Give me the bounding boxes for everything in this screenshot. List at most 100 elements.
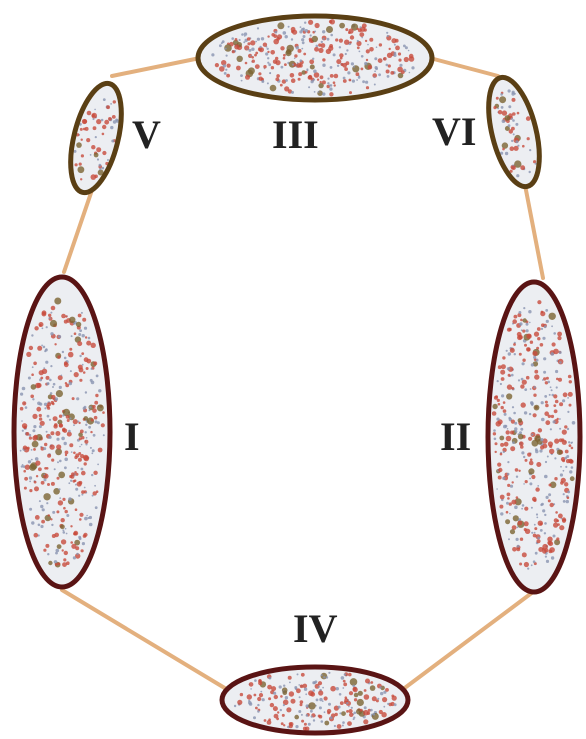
- cluster-III-dot: [329, 87, 332, 90]
- cluster-I-dot: [61, 375, 63, 377]
- cluster-III-dot: [239, 39, 241, 41]
- cluster-II-dot: [516, 538, 519, 541]
- cluster-II-dot: [542, 549, 547, 554]
- cluster-IV-dot: [254, 694, 257, 697]
- cluster-IV-dot: [308, 702, 315, 709]
- cluster-IV-dot: [321, 674, 323, 676]
- cluster-I-dot: [42, 310, 47, 315]
- cluster-III-dot: [348, 29, 353, 34]
- cluster-II-dot: [544, 475, 548, 479]
- cluster-IV-dot: [283, 690, 288, 695]
- cluster-IV-dot: [262, 698, 265, 701]
- cluster-II-dot: [543, 357, 546, 360]
- cluster-I-dot: [84, 487, 86, 489]
- cluster-III-dot: [334, 74, 339, 79]
- cluster-III-dot: [270, 85, 277, 92]
- cluster-I-dot: [69, 417, 71, 419]
- cluster-V-dot: [91, 145, 95, 149]
- cluster-III-dot: [350, 35, 354, 39]
- cluster-I-dot: [82, 364, 84, 366]
- cluster-II-dot: [510, 529, 515, 534]
- cluster-III-dot: [318, 48, 323, 53]
- cluster-IV-dot: [280, 695, 283, 698]
- cluster-VI-dot: [511, 118, 513, 120]
- cluster-IV-dot: [336, 687, 339, 690]
- cluster-III-dot: [326, 26, 333, 33]
- cluster-I-dot: [22, 464, 24, 466]
- cluster-III-dot: [322, 92, 325, 95]
- cluster-III-dot: [314, 31, 316, 33]
- cluster-I-dot: [69, 443, 73, 447]
- cluster-III-dot: [291, 91, 294, 94]
- cluster-I-dot: [79, 513, 83, 517]
- cluster-I-dot: [76, 397, 79, 400]
- cluster-IV-dot: [274, 714, 279, 719]
- cluster-III-dot: [226, 74, 230, 78]
- cluster-II-dot: [555, 511, 558, 514]
- cluster-IV-dot: [372, 696, 377, 701]
- cluster-III-dot: [211, 53, 214, 56]
- cluster-IV-dot: [311, 716, 313, 718]
- cluster-III-dot: [237, 56, 243, 62]
- cluster-III-dot: [327, 82, 329, 84]
- cluster-IV-dot: [259, 693, 263, 697]
- cluster-IV-dot: [304, 723, 307, 726]
- cluster-I-dot: [90, 431, 92, 433]
- cluster-I-dot: [85, 431, 87, 433]
- cluster-II-dot: [546, 377, 549, 380]
- cluster-II-dot: [516, 476, 518, 478]
- cluster-III-dot: [334, 84, 336, 86]
- cluster-IV-dot: [347, 721, 352, 726]
- cluster-III-dot: [322, 80, 326, 84]
- cluster-I-dot: [73, 556, 76, 559]
- cluster-I-dot: [49, 379, 52, 382]
- cluster-II-dot: [500, 453, 503, 456]
- cluster-I-dot: [91, 452, 93, 454]
- cluster-II-dot: [565, 450, 569, 454]
- cluster-IV-dot: [349, 691, 353, 695]
- cluster-IV-dot: [370, 709, 373, 712]
- cluster-I-dot: [84, 416, 89, 421]
- cluster-III-dot: [298, 78, 301, 81]
- cluster-II-dot: [558, 378, 562, 382]
- cluster-II-dot: [530, 341, 533, 344]
- cluster-I-dot: [103, 434, 105, 436]
- cluster-IV-dot: [349, 709, 353, 713]
- cluster-I-dot: [85, 336, 87, 338]
- cluster-II-dot: [553, 404, 556, 407]
- cluster-II-dot: [559, 525, 564, 530]
- cluster-III-dot: [291, 30, 294, 33]
- cluster-IV-dot: [297, 673, 299, 675]
- cluster-IV-dot: [294, 715, 299, 720]
- cluster-III-dot: [225, 69, 227, 71]
- cluster-I-dot: [48, 436, 51, 439]
- cluster-II-dot: [509, 513, 511, 515]
- cluster-I-dot: [53, 383, 56, 386]
- cluster-IV-dot: [344, 673, 346, 675]
- cluster-I-dot: [84, 406, 87, 409]
- cluster-I-dot: [62, 351, 64, 353]
- cluster-IV-dot: [299, 696, 301, 698]
- cluster-I-dot: [59, 415, 62, 418]
- cluster-I-dot: [61, 437, 65, 441]
- cluster-I-dot: [93, 434, 96, 437]
- cluster-II-dot: [562, 517, 566, 521]
- cluster-II-dot: [528, 437, 532, 441]
- cluster-I-dot: [34, 486, 39, 491]
- label-III: III: [272, 112, 319, 157]
- cluster-III-dot: [308, 86, 310, 88]
- cluster-I-dot: [28, 377, 31, 380]
- cluster-II-dot: [527, 568, 529, 570]
- cluster-V-dot: [113, 120, 117, 124]
- cluster-II-dot: [499, 505, 503, 509]
- cluster-III-dot: [339, 53, 343, 57]
- cluster-III-dot: [251, 48, 254, 51]
- cluster-I-dot: [39, 500, 41, 502]
- cluster-IV-dot: [268, 718, 271, 721]
- cluster-II-dot: [524, 411, 527, 414]
- cluster-II-dot: [506, 502, 509, 505]
- cluster-IV-dot: [346, 710, 349, 713]
- cluster-I-dot: [56, 444, 61, 449]
- cluster-II-dot: [535, 552, 538, 555]
- cluster-III-dot: [241, 80, 243, 82]
